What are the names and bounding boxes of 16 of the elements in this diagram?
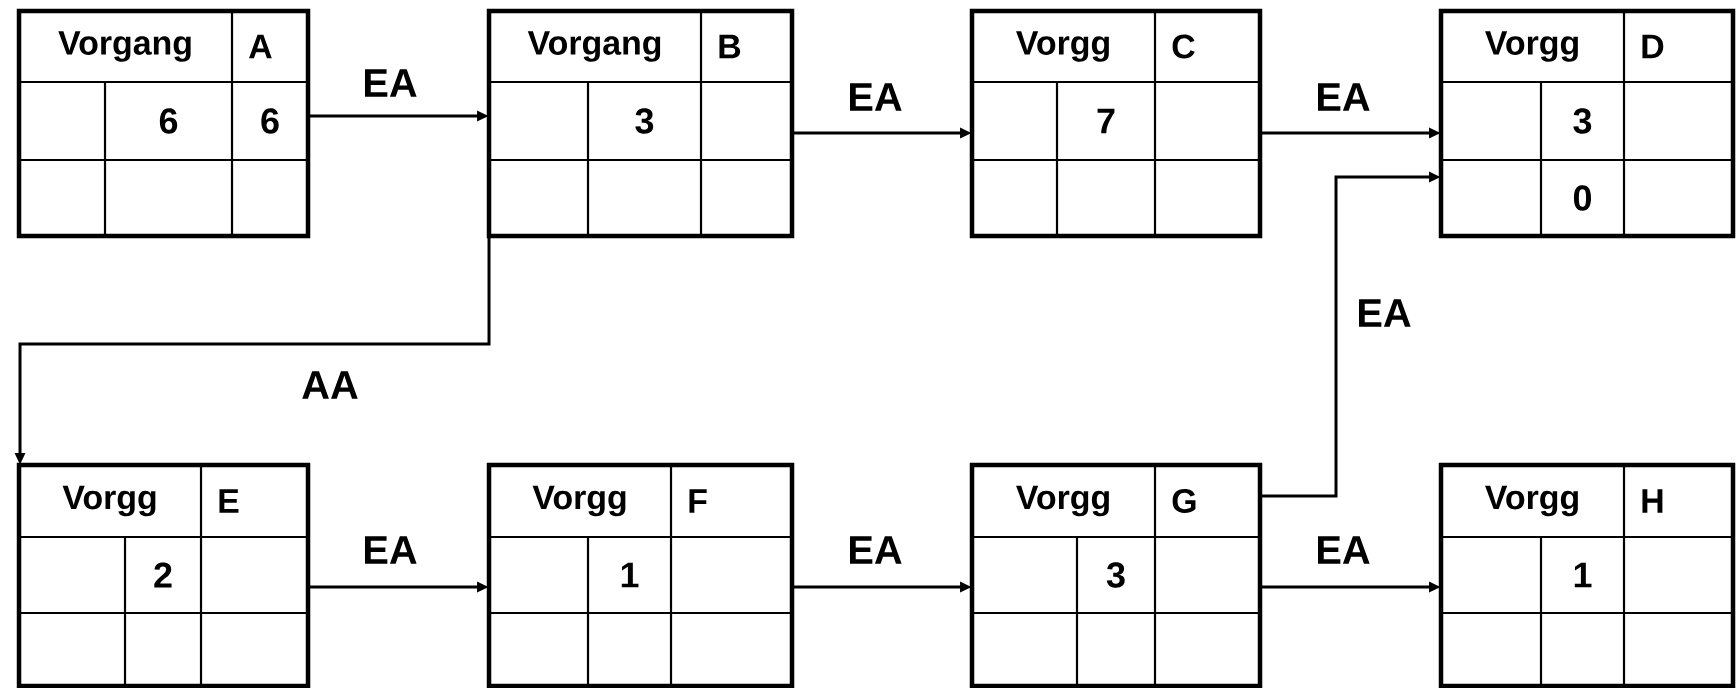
activity-box: Vorgg G 3	[969, 462, 1263, 688]
edge-label: EA	[846, 535, 904, 565]
activity-box: Vorgang A 6 6	[16, 8, 311, 239]
activity-box: Vorgg F 1	[486, 462, 795, 688]
activity-box: Vorgg E 2	[16, 462, 311, 688]
activity-box: Vorgg D 3 0	[1438, 8, 1736, 239]
activity-box: Vorgg C 7	[969, 8, 1263, 239]
edge-label: EA	[361, 68, 419, 98]
edge-label: EA	[1314, 82, 1372, 112]
edge-label: EA	[1355, 298, 1413, 328]
edge-label: EA	[1314, 535, 1372, 565]
activity-box: Vorgang B 3	[486, 8, 795, 239]
activity-box: Vorgg H 1	[1438, 462, 1736, 688]
edge-label: AA	[300, 370, 360, 400]
edge-label: EA	[846, 82, 904, 112]
edge-label: EA	[361, 535, 419, 565]
